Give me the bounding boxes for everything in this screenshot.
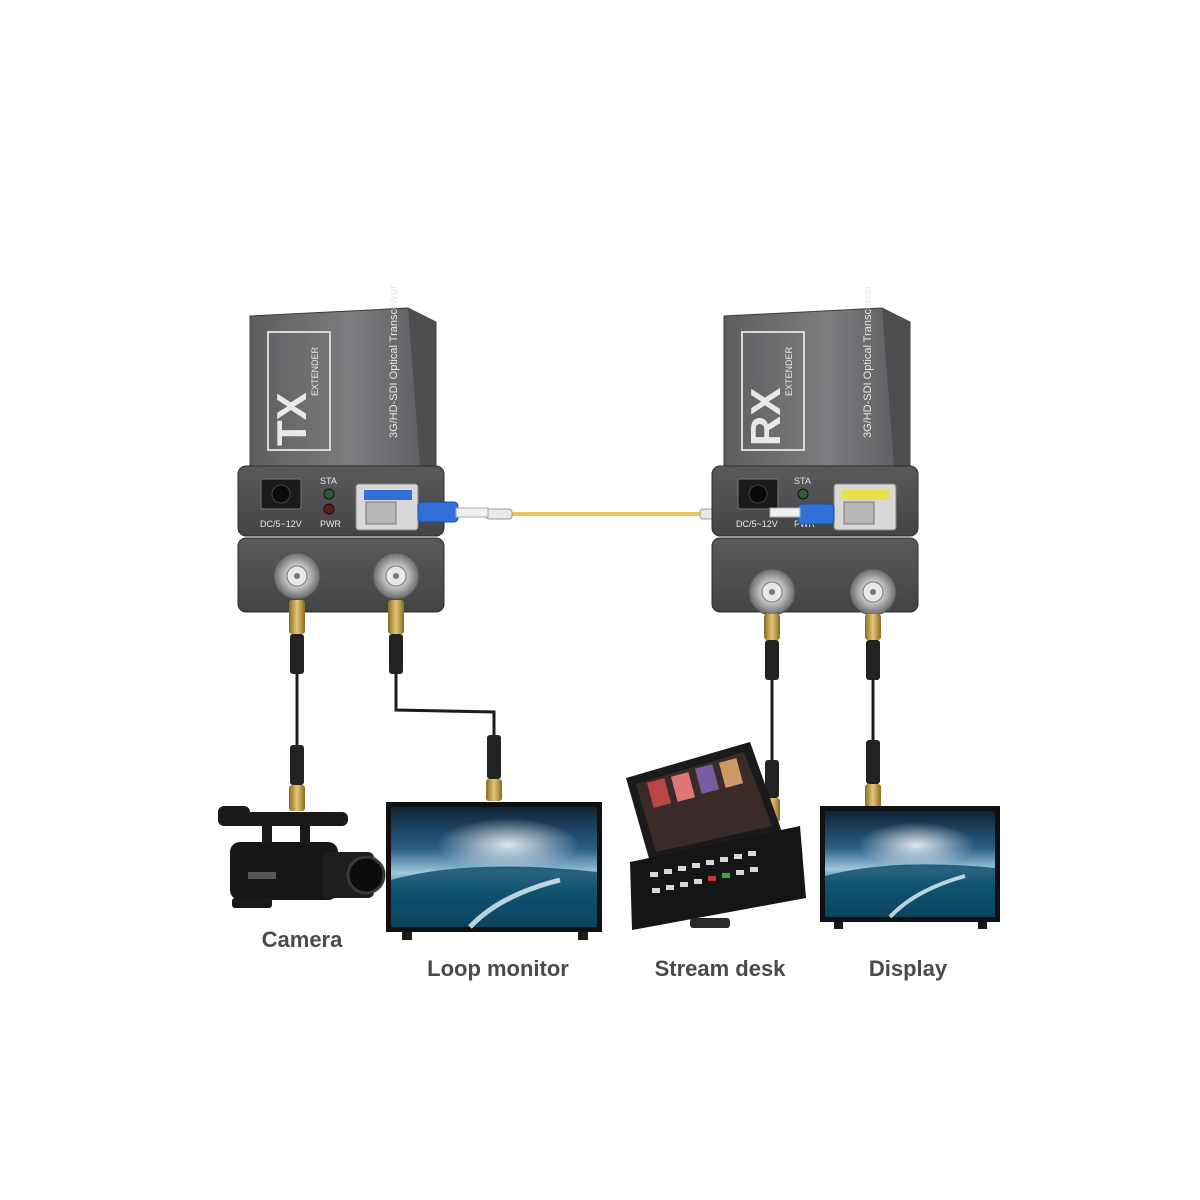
rx-branding: RX EXTENDER 3G/HD-SDI Optical Transceive… (741, 285, 874, 451)
tx-sta-label: STA (320, 476, 337, 486)
sdi-cable-camera (289, 600, 305, 811)
rx-bnc-out-2[interactable] (849, 568, 897, 616)
sdi-cable-loop-monitor (388, 600, 502, 801)
tx-bnc-in[interactable] (273, 552, 321, 600)
rx-unit: RX EXTENDER 3G/HD-SDI Optical Transceive… (711, 285, 919, 616)
tx-fiber-connector (417, 501, 489, 523)
loop-monitor-label: Loop monitor (427, 956, 569, 981)
stream-desk-label: Stream desk (654, 956, 786, 981)
loop-monitor-icon (386, 802, 602, 940)
rx-model-text: 3G/HD-SDI Optical Transceiver (862, 285, 874, 438)
rx-bnc-out-1[interactable] (748, 568, 796, 616)
tx-power-label: DC/5~12V (260, 519, 302, 529)
rx-badge: RX (742, 388, 789, 446)
stream-desk-icon (626, 742, 806, 930)
rx-power-label: DC/5~12V (736, 519, 778, 529)
tx-pwr-label: PWR (320, 519, 341, 529)
camera-icon (218, 806, 386, 908)
tx-sta-led (323, 488, 335, 500)
rx-subtitle: EXTENDER (784, 346, 794, 396)
tx-power-jack (260, 478, 302, 510)
tx-sfp-port[interactable] (355, 483, 419, 531)
camera-label: Camera (261, 927, 343, 952)
rx-fiber-connector (769, 503, 835, 525)
rx-power-jack (737, 478, 779, 510)
tx-bnc-loop[interactable] (372, 552, 420, 600)
rx-sfp-port[interactable] (833, 483, 897, 531)
rx-sta-led (797, 488, 809, 500)
rx-sta-label: STA (794, 476, 811, 486)
tx-branding: TX EXTENDER 3G/HD-SDI Optical Transceive… (267, 285, 400, 451)
sdi-cable-display (865, 614, 881, 808)
tx-pwr-led (323, 503, 335, 515)
tx-badge: TX (268, 392, 315, 446)
tx-subtitle: EXTENDER (310, 346, 320, 396)
tx-model-text: 3G/HD-SDI Optical Transceiver (388, 285, 400, 438)
tx-unit: TX EXTENDER 3G/HD-SDI Optical Transceive… (237, 285, 489, 613)
display-label: Display (868, 956, 948, 981)
display-icon (820, 806, 1000, 929)
